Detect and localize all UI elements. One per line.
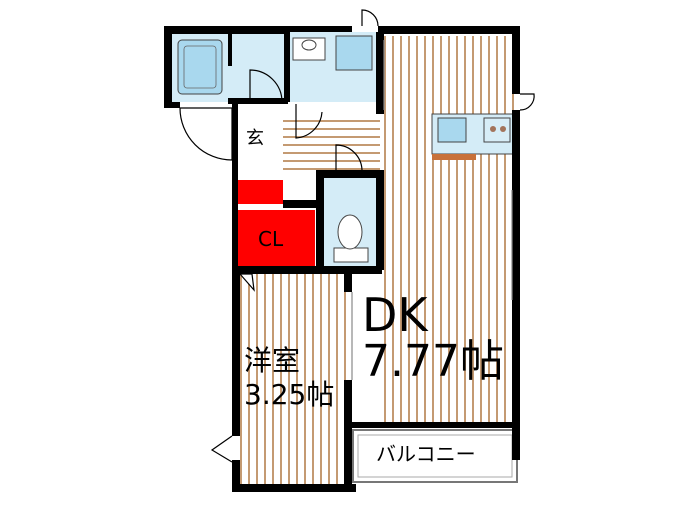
entrance-floor [237, 115, 283, 180]
washing-machine-icon [335, 35, 373, 71]
counter-edge [432, 154, 476, 160]
corridor-floor [283, 115, 380, 170]
toilet-tank-icon [333, 247, 369, 263]
dk-room-name: DK [362, 288, 428, 342]
western-room-floor [240, 270, 346, 485]
closet-label: CL [258, 227, 284, 251]
toilet-icon [337, 214, 363, 250]
stove-icon [490, 126, 496, 132]
dk-floor [383, 36, 515, 425]
dk-room-size: 7.77帖 [362, 336, 504, 387]
western-room-size: 3.25帖 [244, 378, 335, 411]
western-room-name: 洋室 [244, 344, 301, 377]
entrance-label: 玄 [246, 128, 264, 149]
balcony [352, 429, 518, 483]
shoe-closet [237, 180, 283, 204]
balcony-label: バルコニー [376, 442, 476, 466]
door-swings [179, 9, 535, 463]
closet [237, 210, 315, 266]
sink-icon [437, 117, 467, 143]
walls [164, 26, 520, 492]
